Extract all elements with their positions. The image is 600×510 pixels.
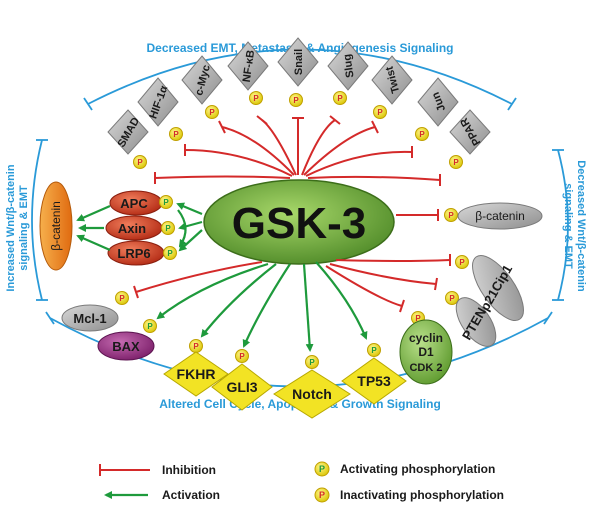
svg-text:signaling & EMT: signaling & EMT xyxy=(562,183,574,269)
legend: Inhibition Activation P Activating phosp… xyxy=(99,461,504,503)
inhibition-lines-top xyxy=(154,115,441,186)
node-tp53: P TP53 xyxy=(341,343,407,405)
node-axin: Axin xyxy=(105,215,163,241)
legend-activation: Activation xyxy=(104,488,220,502)
svg-text:P: P xyxy=(173,130,179,139)
svg-text:cyclin: cyclin xyxy=(409,331,443,345)
target-twist: Twist xyxy=(371,55,413,105)
activation-arrows-bottom xyxy=(200,261,368,352)
target-ppar: PPAR xyxy=(449,109,491,155)
left-arc xyxy=(31,139,43,301)
left-complex: APC Axin LRP6 P P P xyxy=(105,190,177,266)
svg-text:P: P xyxy=(448,211,454,220)
svg-text:P: P xyxy=(119,294,125,303)
top-targets: SMAD HIF-1α c-Myc NF-κB Snail Slug Twist xyxy=(107,37,491,155)
svg-text:β-catenin: β-catenin xyxy=(475,209,525,223)
svg-text:P: P xyxy=(453,158,459,167)
svg-text:TP53: TP53 xyxy=(357,373,391,389)
svg-text:Activation: Activation xyxy=(162,488,220,502)
svg-text:Snail: Snail xyxy=(293,49,305,75)
svg-text:P: P xyxy=(293,96,299,105)
target-jun: Jun xyxy=(417,77,459,127)
svg-text:P: P xyxy=(459,258,465,267)
node-pten: P PTEN xyxy=(445,291,497,347)
svg-text:Notch: Notch xyxy=(292,386,332,402)
svg-text:P: P xyxy=(419,130,425,139)
svg-text:GLI3: GLI3 xyxy=(226,379,257,395)
node-mcl1: P Mcl-1 xyxy=(61,291,129,332)
svg-text:APC: APC xyxy=(120,196,148,211)
node-cyclin-cdk2: P cyclin D1 CDK 2 xyxy=(399,311,453,385)
activated-targets: P FKHR P GLI3 P Notch P TP53 xyxy=(163,339,407,419)
target-cmyc: c-Myc xyxy=(181,55,223,105)
inhibition-lines-right xyxy=(325,254,451,313)
svg-text:FKHR: FKHR xyxy=(177,366,216,382)
svg-text:Activating phosphorylation: Activating phosphorylation xyxy=(340,462,495,476)
svg-text:LRP6: LRP6 xyxy=(117,246,150,261)
svg-text:Decreased Wnt/β-catenin: Decreased Wnt/β-catenin xyxy=(575,160,587,292)
node-notch: P Notch xyxy=(273,355,351,419)
svg-text:P: P xyxy=(371,346,377,355)
svg-text:P: P xyxy=(165,224,171,233)
node-bax: P BAX xyxy=(97,319,157,361)
gsk3-label: GSK-3 xyxy=(232,199,366,248)
svg-text:P: P xyxy=(415,314,421,323)
svg-text:P: P xyxy=(147,322,153,331)
target-slug: Slug xyxy=(327,41,369,91)
right-arc xyxy=(557,149,569,301)
svg-text:P: P xyxy=(319,464,325,474)
svg-text:P: P xyxy=(193,342,199,351)
legend-inhibition: Inhibition xyxy=(99,463,216,477)
gsk3-node: GSK-3 xyxy=(203,179,395,265)
svg-text:P: P xyxy=(167,249,173,258)
legend-inactivating: P Inactivating phosphorylation xyxy=(314,487,504,503)
legend-activating: P Activating phosphorylation xyxy=(314,461,495,477)
activation-arrows-left xyxy=(76,202,203,252)
svg-text:D1: D1 xyxy=(418,345,434,359)
svg-text:Increased Wnt/β-catenin: Increased Wnt/β-catenin xyxy=(5,164,17,291)
svg-text:NF-κB: NF-κB xyxy=(241,49,257,83)
target-snail: Snail xyxy=(277,37,319,87)
target-hif1a: HIF-1α xyxy=(137,77,179,127)
node-p21cip1: P p21Cip1 xyxy=(455,255,524,321)
node-gli3: P GLI3 xyxy=(211,349,273,411)
svg-text:P: P xyxy=(377,108,383,117)
node-lrp6: LRP6 xyxy=(107,240,165,266)
svg-text:P: P xyxy=(163,198,169,207)
svg-text:Mcl-1: Mcl-1 xyxy=(73,311,106,326)
svg-text:P: P xyxy=(209,108,215,117)
inhibit-beta-right xyxy=(396,209,439,221)
svg-text:Axin: Axin xyxy=(118,221,146,236)
svg-text:BAX: BAX xyxy=(112,339,140,354)
svg-text:P: P xyxy=(239,352,245,361)
beta-catenin-left: β-catenin xyxy=(39,181,73,271)
inhibition-mcl1 xyxy=(133,261,263,299)
node-apc: APC xyxy=(109,190,163,216)
left-arc-label: Increased Wnt/β-catenin signaling & EMT xyxy=(5,164,30,291)
svg-text:P: P xyxy=(337,94,343,103)
target-smad: SMAD xyxy=(107,109,149,155)
svg-text:P: P xyxy=(137,158,143,167)
right-arc-label: Decreased Wnt/β-catenin signaling & EMT xyxy=(562,160,587,292)
svg-text:Inactivating phosphorylation: Inactivating phosphorylation xyxy=(340,488,504,502)
svg-text:P: P xyxy=(449,294,455,303)
svg-text:β-catenin: β-catenin xyxy=(49,201,63,251)
svg-text:P: P xyxy=(309,358,315,367)
svg-text:Inhibition: Inhibition xyxy=(162,463,216,477)
beta-catenin-right: P β-catenin xyxy=(444,202,543,230)
svg-text:Slug: Slug xyxy=(341,53,356,78)
svg-text:P: P xyxy=(253,94,259,103)
svg-text:signaling & EMT: signaling & EMT xyxy=(18,185,30,271)
node-fkhr: P FKHR xyxy=(163,339,229,397)
target-nfkb: NF-κB xyxy=(227,41,269,91)
phospho-top: P P P P P P P P P xyxy=(133,91,463,169)
svg-text:P: P xyxy=(319,490,325,500)
svg-text:CDK 2: CDK 2 xyxy=(409,362,442,374)
activation-bax xyxy=(156,262,269,320)
